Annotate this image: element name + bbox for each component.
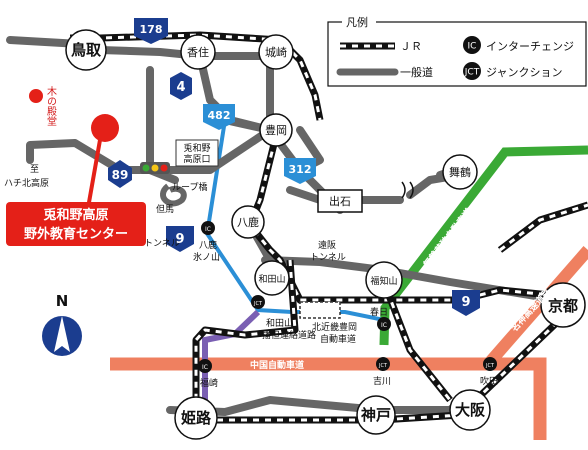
label-center-line1: 兎和野高原 (43, 207, 108, 223)
label-kinodensou: 木の殿堂 (45, 86, 57, 126)
center-label-box (6, 202, 146, 246)
city-yoka: 八鹿 (237, 215, 259, 229)
meishin-expressway (485, 246, 588, 366)
city-osaka: 大阪 (455, 401, 486, 419)
label-wadayama-ic: 和田山 (266, 318, 293, 329)
label-kasuga: 春日 (370, 306, 388, 318)
city-izushi: 出石 (329, 194, 351, 208)
label-kitakinki-l2: 自動車道 (320, 333, 356, 345)
jct-wadayama-icon: JCT (253, 301, 263, 307)
ic-yoka-icon: IC (205, 226, 211, 233)
loop-bridge (160, 183, 187, 207)
label-kitakinki-l1: 北近畿豊岡 (312, 321, 357, 333)
route-4: 4 (176, 80, 185, 95)
label-chugoku-exp: 中国自動車道 (250, 359, 304, 371)
city-maizuru: 舞鶴 (449, 165, 471, 179)
label-to: 至 (30, 164, 39, 175)
route-shields: 178 4 482 312 89 9 9 (108, 18, 480, 316)
label-toosaka-l1: 遠阪 (318, 239, 336, 251)
interchange-markers: IC JCT IC IC JCT JCT (198, 221, 497, 373)
label-fukusaki: 福崎 (200, 377, 218, 389)
city-kobe: 神戸 (361, 406, 391, 424)
city-kouzumi: 香住 (187, 45, 209, 59)
center-marker (91, 114, 119, 142)
city-toyooka: 豊岡 (265, 124, 287, 137)
legend-ic-icon: IC (468, 42, 477, 52)
legend: 凡例 ＪＲ 一般道 IC インターチェンジ JCT ジャンクション (327, 15, 587, 87)
city-tottori: 鳥取 (71, 41, 102, 59)
legend-jr: ＪＲ (400, 40, 422, 53)
city-nodes: 鳥取 香住 城崎 豊岡 舞鶴 出石 八鹿 和田山 福知山 京都 姫路 神戸 大阪 (65, 29, 586, 440)
legend-title: 凡例 (346, 15, 368, 29)
label-hyonosen: 氷ノ山 (193, 251, 220, 263)
route-89: 89 (112, 168, 129, 182)
label-tunnel-tajima-a: 但馬 (156, 203, 174, 215)
label-hachikita: ハチ北高原 (4, 177, 49, 189)
jct-yokawa-icon: JCT (378, 363, 388, 369)
route-482: 482 (208, 109, 231, 122)
kinodensou-marker (29, 89, 43, 103)
legend-jct-icon: JCT (464, 68, 480, 78)
chugoku-expressway (110, 357, 547, 440)
label-towano-l1: 兎和野 (183, 143, 210, 154)
label-tunnel-tajima-b: トンネル (144, 238, 180, 249)
label-suita: 吹田 (480, 375, 498, 387)
label-loop-bridge: ループ橋 (172, 181, 207, 193)
legend-jct: ジャンクション (486, 66, 562, 79)
label-towano-l2: 高原口 (183, 153, 210, 165)
legend-ic: インターチェンジ (486, 40, 574, 53)
label-toosaka-l2: トンネル (310, 252, 346, 263)
label-bantan: 播但連絡道路 (262, 329, 316, 341)
bantan-expressway (202, 309, 261, 420)
route-9b: 9 (461, 295, 470, 310)
ic-kasuga-icon: IC (381, 322, 387, 329)
legend-road: 一般道 (400, 65, 433, 79)
north-compass: N (42, 292, 82, 356)
route-312: 312 (289, 163, 312, 176)
route-9a: 9 (175, 232, 184, 247)
city-kinosaki: 城崎 (265, 45, 287, 59)
toosaka-tunnel (299, 301, 341, 319)
traffic-light-icon (140, 162, 170, 174)
label-center-line2: 野外教育センター (24, 226, 128, 242)
river-break-icon (401, 181, 414, 199)
city-himeji: 姫路 (181, 409, 212, 427)
ic-fukusaki-icon: IC (202, 364, 208, 371)
route-178: 178 (140, 23, 163, 36)
jct-suita-icon: JCT (485, 363, 495, 369)
compass-n-label: N (56, 292, 69, 310)
city-wadayama: 和田山 (258, 274, 285, 285)
city-fukuchiyama: 福知山 (370, 275, 397, 287)
label-yoka-ic: 八鹿 (199, 239, 217, 251)
city-kyoto: 京都 (548, 297, 578, 315)
label-yokawa: 吉川 (373, 376, 391, 387)
label-maizuru-exp: 舞鶴若狭自動車道 (421, 206, 475, 270)
